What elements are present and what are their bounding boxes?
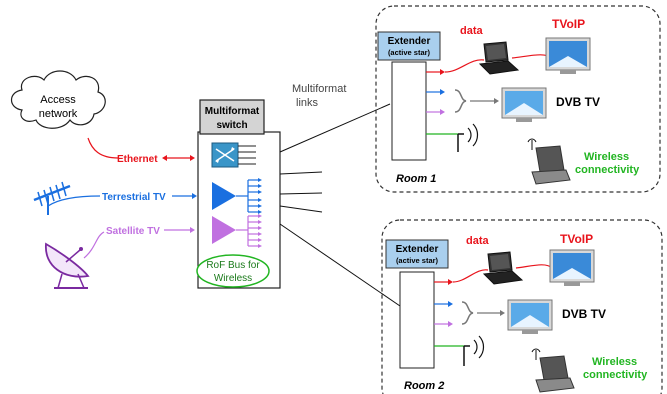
room-2-laptop-icon	[482, 251, 524, 285]
terrestrial-amplifier-icon	[212, 178, 262, 214]
access-network-cloud: Access network	[10, 70, 106, 129]
room-1-wireless-laptop-icon	[527, 138, 571, 185]
access-network-label-1: Access	[40, 94, 76, 106]
room-1-data-label: data	[460, 25, 484, 37]
room-1-extender-label: Extender	[388, 36, 431, 47]
terrestrial-antenna-icon: Terrestrial TV	[33, 181, 197, 215]
room-2-tvoip-tv-icon	[549, 249, 595, 286]
multiformat-links-label-1: Multiformat	[292, 83, 346, 95]
room-2: Room 2 Extender (active star) data TVoIP	[381, 219, 663, 394]
room-1-wireless-label-1: Wireless	[584, 151, 629, 163]
ethernet-switch-icon	[211, 142, 256, 168]
room-1-tvoip-label: TVoIP	[552, 17, 585, 31]
rof-bus-label-2: Wireless	[214, 273, 252, 284]
multiformat-links: Multiformat links	[279, 83, 401, 307]
satellite-dish-icon: Satellite TV	[45, 226, 195, 289]
room-1-tvoip-tv-icon	[545, 37, 591, 74]
room-2-data-label: data	[466, 235, 490, 247]
room-2-wireless-laptop-icon	[531, 348, 575, 393]
room-2-wireless-label-1: Wireless	[592, 356, 637, 368]
rof-bus-label-1: RoF Bus for	[206, 260, 260, 271]
multiformat-links-label-2: links	[296, 97, 319, 109]
rof-bus-ellipse	[196, 254, 270, 288]
switch-title-1: Multiformat	[205, 106, 260, 117]
satellite-tv-label: Satellite TV	[106, 226, 160, 237]
room-2-wireless-label-2: connectivity	[583, 369, 648, 381]
room-2-extender-sublabel: (active star)	[396, 256, 439, 265]
satellite-amplifier-icon	[212, 214, 262, 248]
access-network-label-2: network	[39, 108, 78, 120]
room-1-laptop-icon	[478, 41, 520, 75]
room-1-dvb-tv-icon	[501, 87, 547, 122]
room-1-label: Room 1	[396, 173, 436, 185]
switch-title-2: switch	[216, 120, 247, 131]
terrestrial-tv-label: Terrestrial TV	[102, 192, 166, 203]
room-2-label: Room 2	[404, 380, 444, 392]
room-2-tvoip-label: TVoIP	[560, 232, 593, 246]
room-2-dvb-label: DVB TV	[562, 307, 606, 321]
room-2-extender-box	[399, 271, 435, 369]
ethernet-label: Ethernet	[117, 154, 158, 165]
room-1-extender-sublabel: (active star)	[388, 48, 431, 57]
room-2-extender-label: Extender	[396, 244, 439, 255]
multiformat-switch: Multiformat switch	[196, 99, 281, 289]
room-1: Room 1 Extender (active star) data TVoIP	[375, 5, 661, 193]
ethernet-link: Ethernet	[87, 137, 195, 165]
room-2-dvb-tv-icon	[507, 299, 553, 334]
room-1-wireless-label-2: connectivity	[575, 164, 640, 176]
room-1-extender-box	[391, 61, 427, 161]
room-1-dvb-label: DVB TV	[556, 95, 600, 109]
